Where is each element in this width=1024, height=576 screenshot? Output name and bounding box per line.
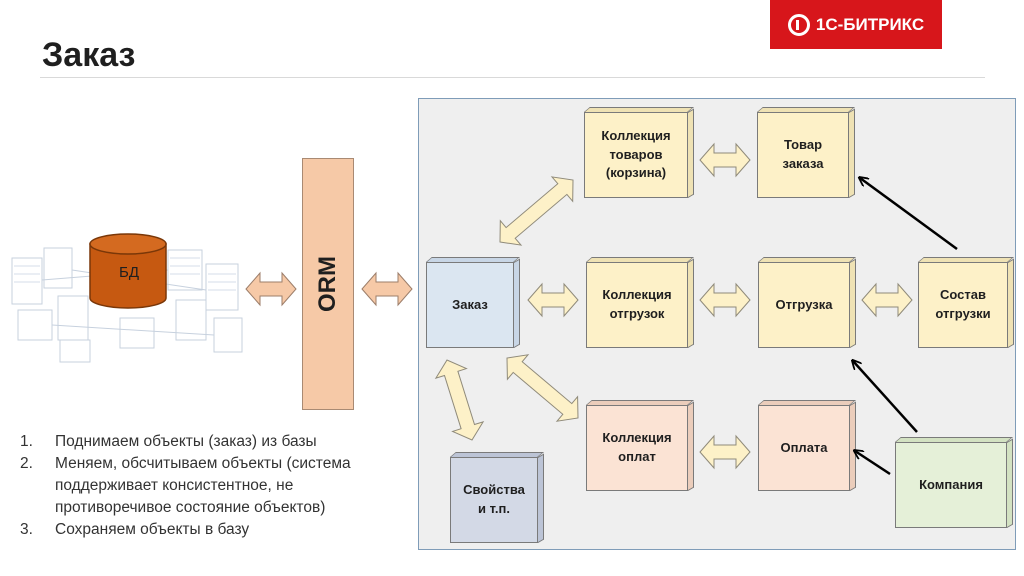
double-arrow-icon — [245, 271, 297, 307]
shipment-box: Отгрузка — [758, 257, 856, 348]
page-title: Заказ — [42, 36, 136, 74]
brand-logo: 1С-БИТРИКС — [770, 0, 942, 49]
basket-box-label: Коллекция товаров (корзина) — [601, 127, 671, 181]
shipment-items-box: Состав отгрузки — [918, 257, 1014, 348]
shipments-box-label: Коллекция отгрузок — [602, 287, 672, 321]
company-box-label: Компания — [919, 476, 983, 492]
orm-layer: ORM — [302, 158, 354, 410]
shipments-box: Коллекция отгрузок — [586, 257, 694, 348]
double-arrow-icon — [699, 434, 751, 470]
db-label: БД — [118, 264, 139, 281]
double-arrow-icon — [527, 282, 579, 318]
double-arrow-icon — [861, 282, 913, 318]
arrow-icon — [860, 178, 958, 251]
double-arrow-icon — [499, 176, 574, 246]
basket-item-box: Товар заказа — [757, 107, 855, 198]
payment-box: Оплата — [758, 400, 856, 491]
payments-box-label: Коллекция оплат — [602, 430, 672, 464]
basket-box: Коллекция товаров (корзина) — [584, 107, 694, 198]
double-arrow-icon — [506, 354, 579, 422]
properties-box: Свойства и т.п. — [450, 452, 544, 543]
list-item: 2.Меняем, обсчитываем объекты (система п… — [20, 455, 351, 516]
double-arrow-icon — [699, 142, 751, 178]
double-arrow-icon — [434, 359, 485, 441]
double-arrow-icon — [361, 271, 413, 307]
properties-box-label: Свойства и т.п. — [463, 482, 525, 516]
order-box: Заказ — [426, 257, 520, 348]
shipment-box-label: Отгрузка — [775, 296, 833, 312]
payments-box: Коллекция оплат — [586, 400, 694, 491]
database-icon — [89, 233, 167, 309]
list-item: 1.Поднимаем объекты (заказ) из базы — [20, 433, 317, 450]
shipment-items-box-label: Состав отгрузки — [935, 287, 991, 321]
logo-text: 1С-БИТРИКС — [815, 14, 925, 34]
arrow-icon — [855, 451, 891, 476]
steps-list: 1.Поднимаем объекты (заказ) из базы 2.Ме… — [20, 431, 410, 541]
list-item: 3.Сохраняем объекты в базу — [20, 521, 250, 538]
company-box: Компания — [895, 437, 1013, 528]
double-arrow-icon — [245, 142, 913, 470]
title-divider — [40, 77, 985, 78]
double-arrow-icon — [699, 282, 751, 318]
logo-mark-icon — [787, 13, 810, 36]
arrow-icon — [853, 361, 918, 433]
order-box-label: Заказ — [452, 296, 488, 312]
payment-box-label: Оплата — [780, 439, 828, 455]
basket-item-box-label: Товар заказа — [782, 137, 824, 171]
